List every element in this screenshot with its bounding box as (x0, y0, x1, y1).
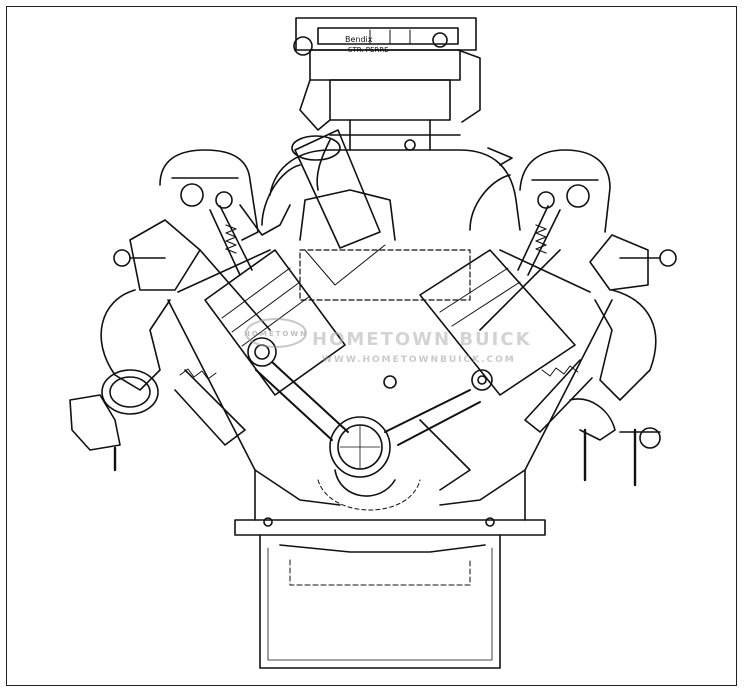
carburetor-brand-label: Bendix (345, 35, 373, 44)
figure-frame (6, 6, 737, 686)
left-cylinder-head (113, 149, 291, 331)
watermark-badge (245, 318, 307, 348)
right-piston-assembly (384, 249, 593, 446)
oil-pan (259, 517, 501, 669)
left-piston-assembly (174, 249, 349, 446)
carburetor (293, 17, 513, 166)
crankshaft (317, 375, 471, 511)
intake-manifold (261, 129, 521, 249)
right-exhaust-manifold (569, 289, 661, 487)
engine-block (167, 244, 613, 536)
watermark-line1: HOMETOWN BUICK (312, 329, 532, 350)
carburetor-tag-label: STR. PERRE (348, 46, 389, 54)
right-cylinder-head (479, 149, 677, 331)
watermark-badge-text: HOMETOWN (244, 330, 308, 338)
left-exhaust-manifold (69, 289, 171, 472)
watermark-line2: WWW.HOMETOWNBUICK.COM (322, 355, 516, 365)
